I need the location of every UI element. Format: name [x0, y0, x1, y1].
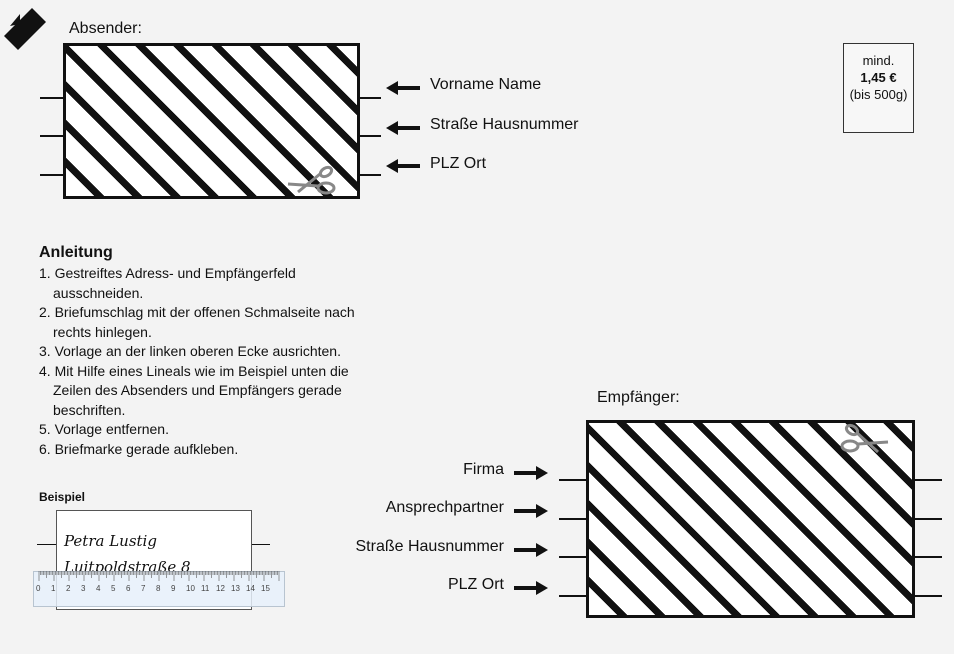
- recipient-address-field: [586, 420, 915, 618]
- scissors-icon: [840, 423, 889, 454]
- recipient-tick-right-4: [915, 595, 942, 597]
- sender-tick-left-1: [40, 97, 63, 99]
- recipient-tick-left-1: [559, 479, 586, 481]
- stamp-price: 1,45 €: [860, 70, 897, 85]
- instruction-step: 2. Briefumschlag mit der offenen Schmals…: [39, 304, 355, 340]
- corner-ribbon-icon: [4, 8, 46, 50]
- arrow-right-icon: [514, 504, 548, 518]
- ruler-number: 9: [171, 584, 176, 593]
- recipient-tick-left-4: [559, 595, 586, 597]
- instruction-step: 5. Vorlage entfernen.: [39, 421, 169, 437]
- instruction-step: 6. Briefmarke gerade aufkleben.: [39, 440, 239, 457]
- recipient-tick-left-3: [559, 556, 586, 558]
- recipient-line-company: Firma: [463, 461, 504, 478]
- arrow-right-icon: [514, 581, 548, 595]
- ruler-number: 0: [36, 584, 41, 593]
- ruler-ticks: [38, 571, 280, 581]
- stamp-box: mind. 1,45 € (bis 500g): [843, 43, 914, 133]
- sender-tick-right-1: [360, 97, 381, 99]
- ruler-number: 2: [66, 584, 71, 593]
- ruler-number: 7: [141, 584, 146, 593]
- ruler-number: 5: [111, 584, 116, 593]
- ruler-number: 12: [216, 584, 225, 593]
- recipient-tick-left-2: [559, 518, 586, 520]
- sender-tick-left-3: [40, 174, 63, 176]
- instructions: Anleitung 1. Gestreiftes Adress- und Emp…: [39, 244, 369, 459]
- instruction-step: 1. Gestreiftes Adress- und Empfängerfeld…: [39, 265, 296, 301]
- example-title: Beispiel: [39, 490, 86, 504]
- stamp-line1: mind.: [862, 53, 895, 68]
- recipient-line-city: PLZ Ort: [447, 576, 504, 593]
- ruler-number: 11: [201, 584, 210, 593]
- ruler-number: 15: [261, 584, 270, 593]
- arrow-left-icon: [386, 81, 420, 95]
- recipient-line-street: Straße Hausnummer: [355, 538, 505, 555]
- ruler-number: 14: [246, 584, 255, 593]
- example-tick-left: [37, 544, 57, 545]
- recipient-tick-right-3: [915, 556, 942, 558]
- ruler-number: 4: [96, 584, 101, 593]
- recipient-line-contact: Ansprechpartner: [385, 499, 504, 516]
- sender-title: Absender:: [69, 20, 142, 37]
- scissors-icon: [287, 165, 336, 195]
- instruction-step: 3. Vorlage an der linken oberen Ecke aus…: [39, 343, 341, 359]
- instructions-list: 1. Gestreiftes Adress- und Empfängerfeld…: [39, 264, 369, 459]
- ruler-number: 1: [51, 584, 56, 593]
- arrow-right-icon: [514, 543, 548, 557]
- stamp-line3: (bis 500g): [849, 87, 908, 102]
- sender-line-name: Vorname Name: [430, 76, 542, 93]
- sender-line-city: PLZ Ort: [430, 155, 487, 172]
- ruler-number: 13: [231, 584, 240, 593]
- ruler-number: 10: [186, 584, 195, 593]
- instructions-heading: Anleitung: [39, 244, 113, 261]
- ruler-number: 3: [81, 584, 86, 593]
- arrow-left-icon: [386, 159, 420, 173]
- sender-line-street: Straße Hausnummer: [430, 116, 579, 133]
- sender-tick-right-2: [360, 135, 381, 137]
- instruction-step: 4. Mit Hilfe eines Lineals wie im Beispi…: [39, 362, 349, 418]
- recipient-tick-right-2: [915, 518, 942, 520]
- example-name: Petra Lustig: [64, 532, 157, 550]
- ruler-number: 6: [126, 584, 131, 593]
- recipient-title: Empfänger:: [597, 389, 680, 406]
- sender-tick-right-3: [360, 174, 381, 176]
- sender-address-field: [63, 43, 360, 199]
- sender-tick-left-2: [40, 135, 63, 137]
- recipient-tick-right-1: [915, 479, 942, 481]
- ruler-number: 8: [156, 584, 161, 593]
- arrow-right-icon: [514, 466, 548, 480]
- example-tick-right: [252, 544, 270, 545]
- arrow-left-icon: [386, 121, 420, 135]
